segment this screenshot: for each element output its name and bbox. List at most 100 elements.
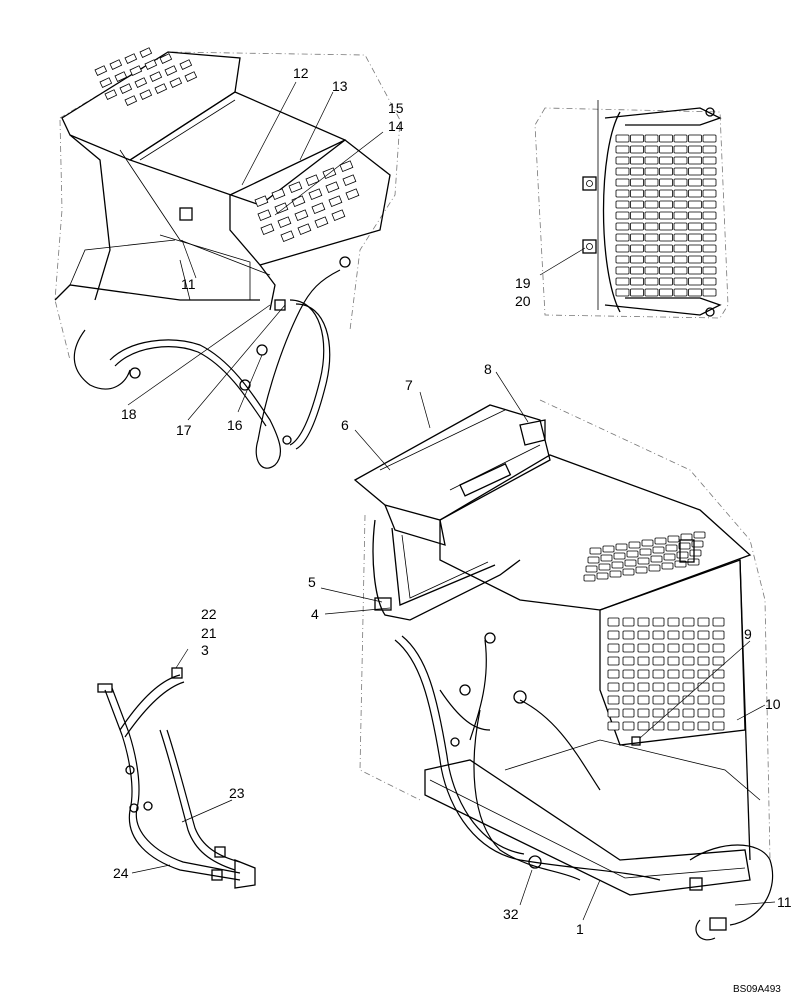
fitting — [459, 684, 471, 696]
callout-9: 9 — [744, 626, 752, 642]
grille-slot — [667, 682, 680, 692]
grille-slot — [637, 617, 650, 627]
grille-slot — [626, 550, 639, 558]
grille-slot — [680, 533, 693, 541]
grille-slot — [622, 708, 635, 718]
grille-slot — [630, 167, 644, 176]
callout-20: 20 — [515, 293, 531, 309]
grille-slot — [611, 561, 624, 569]
grille-slot — [667, 721, 680, 731]
grille-slot — [644, 266, 659, 275]
grille-slot — [688, 233, 702, 242]
grille-slot — [652, 643, 665, 653]
grille-slot — [615, 156, 630, 165]
grille-slot — [630, 189, 644, 198]
grille-slot — [622, 656, 635, 666]
grille-slot — [652, 721, 665, 731]
callout-18: 18 — [121, 406, 137, 422]
grille-slot — [688, 277, 702, 286]
grille-slot — [630, 134, 644, 143]
bracket — [679, 539, 695, 563]
grille-slot — [673, 200, 688, 209]
grille-slot — [702, 200, 717, 209]
fitting — [528, 855, 542, 869]
grille-slot — [607, 721, 620, 731]
grille-slot — [596, 572, 609, 580]
callout-5: 5 — [308, 574, 316, 590]
grille-slot — [652, 669, 665, 679]
grille-slot — [673, 222, 688, 231]
grille-slot — [702, 145, 717, 154]
grille-slot — [659, 167, 673, 176]
grille-slot — [702, 288, 717, 297]
clamp — [211, 869, 223, 881]
grille-slot — [682, 682, 695, 692]
grille-slot — [650, 555, 663, 563]
callout-19: 19 — [515, 275, 531, 291]
grille-slot — [682, 708, 695, 718]
grille-slot — [644, 288, 659, 297]
mounting-bolt — [582, 176, 597, 191]
grille-slot — [659, 145, 673, 154]
grille-slot — [659, 156, 673, 165]
grille-slot — [673, 211, 688, 220]
callout-1: 1 — [576, 921, 584, 937]
fitting — [631, 736, 641, 746]
bracket — [374, 597, 392, 611]
grille-slot — [652, 546, 665, 554]
grille-slot — [607, 630, 620, 640]
grille-slot — [673, 255, 688, 264]
callout-6: 6 — [341, 417, 349, 433]
grille-slot — [673, 266, 688, 275]
callout-22: 22 — [201, 606, 217, 622]
grille-slot — [587, 556, 600, 564]
grille-slot — [688, 178, 702, 187]
rear-cab-assembly — [54, 47, 401, 469]
callout-11-top: 11 — [181, 276, 196, 292]
callout-23: 23 — [229, 785, 245, 801]
grille-slot — [659, 244, 673, 253]
grille-slot — [697, 656, 710, 666]
drawing-code: BS09A493 — [733, 984, 781, 995]
grille-slot — [667, 656, 680, 666]
callout-17: 17 — [176, 422, 192, 438]
grille-slot — [659, 233, 673, 242]
grille-slot — [702, 255, 717, 264]
grille-slot — [688, 288, 702, 297]
grille-slot — [607, 669, 620, 679]
grille-slot — [622, 721, 635, 731]
grille-slot — [644, 178, 659, 187]
grille-slot — [667, 669, 680, 679]
grille-slot — [615, 277, 630, 286]
grille-slot — [615, 134, 630, 143]
grille-slot — [637, 708, 650, 718]
hose-end-fitting — [171, 667, 183, 679]
grille-slot — [622, 695, 635, 705]
grille-slot — [637, 630, 650, 640]
grille-slot — [615, 167, 630, 176]
grille-slot — [630, 244, 644, 253]
grille-slot — [622, 643, 635, 653]
grille-slot — [659, 266, 673, 275]
grille-slot — [644, 167, 659, 176]
grille-slot — [712, 656, 725, 666]
grille-slot — [644, 222, 659, 231]
grille-slot — [607, 708, 620, 718]
grille-slot — [659, 222, 673, 231]
grille-slot — [615, 211, 630, 220]
grille-slot — [630, 156, 644, 165]
connector — [709, 917, 727, 931]
grille-slot — [661, 562, 674, 570]
grille-slot — [693, 531, 706, 539]
grille-slot — [659, 288, 673, 297]
grille-slot — [644, 134, 659, 143]
grille-slot — [600, 554, 613, 562]
grille-slot — [667, 708, 680, 718]
grille-slot — [622, 630, 635, 640]
grille-slot — [630, 178, 644, 187]
grille-slot — [630, 277, 644, 286]
clamp — [129, 803, 139, 813]
grille-slot — [589, 547, 602, 555]
grille-slot — [615, 244, 630, 253]
grille-slot — [673, 288, 688, 297]
